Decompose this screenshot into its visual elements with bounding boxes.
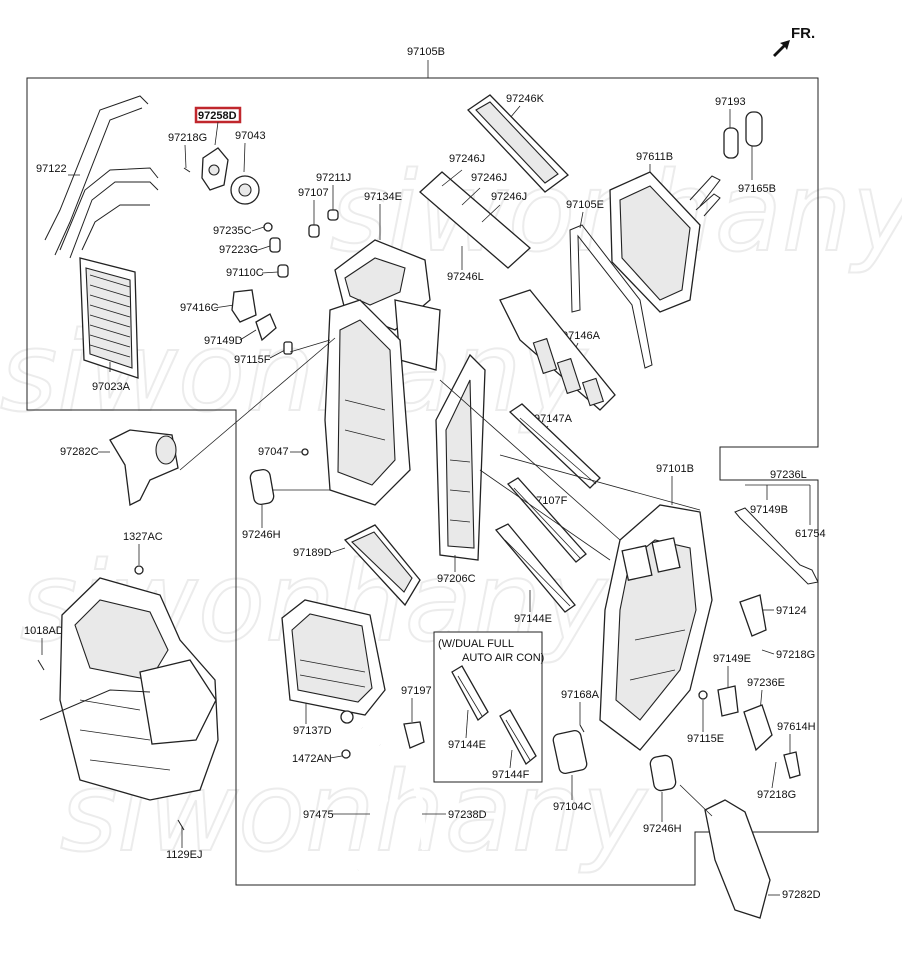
callout-97218G-a: 97218G [168, 132, 207, 144]
callout-97246H-b: 97246H [643, 823, 682, 835]
callout-97137D: 97137D [293, 725, 332, 737]
inset-title-line1: (W/DUAL FULL [438, 638, 514, 650]
callout-97206C: 97206C [437, 573, 476, 585]
callout-97149E: 97149E [713, 653, 751, 665]
callout-97246K: 97246K [506, 93, 545, 105]
callout-97416C: 97416C [180, 302, 219, 314]
callout-1018AD: 1018AD [24, 625, 64, 637]
callout-97149D: 97149D [204, 335, 243, 347]
callout-97168A: 97168A [561, 689, 600, 701]
callout-97236E: 97236E [747, 677, 785, 689]
cable-97236L [734, 507, 819, 585]
callout-97246J-a: 97246J [449, 153, 485, 165]
callout-97124: 97124 [776, 605, 807, 617]
lower-case-97137D [281, 599, 386, 716]
callout-97165B: 97165B [738, 183, 776, 195]
seal-97246L [419, 171, 531, 269]
callout-97246J-c: 97246J [491, 191, 527, 203]
callout-97238D: 97238D [448, 809, 487, 821]
heater-pipes [44, 95, 159, 259]
callout-97282C: 97282C [60, 446, 99, 458]
callout-97115E: 97115E [687, 733, 724, 745]
callout-97107: 97107 [298, 187, 329, 199]
callout-97110C: 97110C [226, 267, 264, 279]
callout-97023A: 97023A [92, 381, 131, 393]
callout-97115F: 97115F [234, 354, 271, 366]
door-97147A [508, 403, 601, 489]
inset-dual-full-auto: (W/DUAL FULL AUTO AIR CON) 97144E 97144F [433, 631, 544, 783]
callout-61754: 61754 [795, 528, 826, 540]
callout-97218G-b: 97218G [776, 649, 815, 661]
oring-97193 [723, 127, 739, 159]
callout-1327AC: 1327AC [123, 531, 163, 543]
oring-97165B [745, 111, 763, 147]
case-97101B [599, 504, 713, 751]
arrow-icon [773, 40, 790, 57]
callout-97197: 97197 [401, 685, 432, 697]
svg-text:FR.: FR. [791, 25, 815, 42]
callout-97105B: 97105B [407, 46, 445, 58]
sensor-97124 [739, 594, 767, 637]
callout-97105E: 97105E [566, 199, 604, 211]
callout-97047: 97047 [258, 446, 289, 458]
callout-97211J: 97211J [316, 172, 351, 184]
callout-97258D: 97258D [198, 110, 237, 122]
heater-core [79, 257, 139, 379]
callout-97043: 97043 [235, 130, 266, 142]
callout-97122: 97122 [36, 163, 67, 175]
callout-97104C: 97104C [553, 801, 592, 813]
case-97206C [435, 353, 486, 561]
callout-97223G: 97223G [219, 244, 258, 256]
callout-97282D: 97282D [782, 889, 821, 901]
door-97146A [499, 289, 616, 411]
actuator-97416C [231, 289, 257, 323]
assembly-boundary [26, 77, 819, 886]
seal-97104C [552, 729, 588, 775]
callout-97144E-a: 97144E [514, 613, 552, 625]
filter-97144E-a [494, 523, 576, 613]
callout-97611B: 97611B [636, 151, 673, 163]
callout-97134E: 97134E [364, 191, 402, 203]
callout-97101B: 97101B [656, 463, 694, 475]
callout-97144E-b: 97144E [448, 739, 486, 751]
callout-97246L: 97246L [447, 271, 484, 283]
inset-title-line2: AUTO AIR CON) [462, 652, 544, 664]
callout-97144F: 97144F [492, 769, 530, 781]
callout-97475: 97475 [303, 809, 334, 821]
case-left [324, 299, 411, 506]
actuator-97236E [743, 704, 773, 752]
seal-97246H-b [649, 754, 677, 792]
callout-97614H: 97614H [777, 721, 816, 733]
duct-97282D [704, 799, 771, 919]
foam-97107F [506, 477, 587, 563]
blower-unit [39, 577, 219, 801]
callout-97246J-b: 97246J [471, 172, 507, 184]
callout-97246H-a: 97246H [242, 529, 281, 541]
seal-97246H-a [249, 468, 275, 506]
callout-97218G-c: 97218G [757, 789, 796, 801]
callout-97149B: 97149B [750, 504, 788, 516]
callout-1472AN: 1472AN [292, 753, 332, 765]
front-direction-indicator: FR. [773, 25, 815, 57]
evaporator-97611B [609, 171, 721, 313]
callout-1129EJ: 1129EJ [166, 849, 203, 861]
callout-97236L: 97236L [770, 469, 807, 481]
callout-97189D: 97189D [293, 547, 332, 559]
callout-97235C: 97235C [213, 225, 252, 237]
callout-97147A: 97147A [534, 413, 573, 425]
callout-97146A: 97146A [562, 330, 601, 342]
callout-97193: 97193 [715, 96, 746, 108]
